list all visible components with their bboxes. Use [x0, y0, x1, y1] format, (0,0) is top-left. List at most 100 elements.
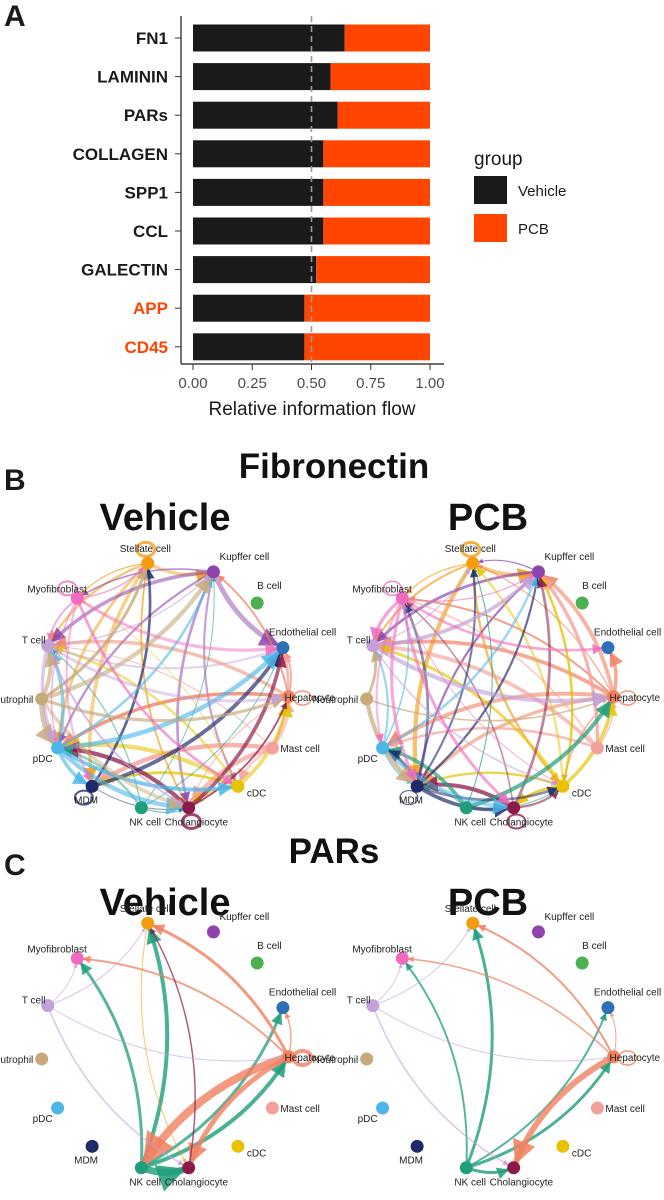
node-cholangiocyte	[507, 1161, 521, 1175]
self-loop	[180, 812, 202, 830]
node-stellate-cell	[466, 916, 480, 930]
node-neutrophil	[360, 1052, 374, 1066]
node-cdc	[556, 779, 570, 793]
edge	[76, 597, 234, 785]
node-hepatocyte	[282, 1050, 296, 1064]
node-label: Hepatocyte	[610, 693, 661, 704]
edge	[381, 746, 510, 815]
node-label: T cell	[22, 996, 46, 1007]
bar-pcb-ccl	[323, 217, 430, 245]
pars-title: PARs	[289, 832, 380, 871]
node-pdc	[376, 1101, 390, 1115]
node-label: MDM	[399, 795, 423, 806]
node-endothelial-cell	[276, 1001, 290, 1015]
x-tick-label: 0.50	[297, 375, 326, 392]
x-tick-label: 0.75	[356, 375, 385, 392]
node-myofibroblast	[395, 591, 409, 605]
legend-swatch-vehicle	[474, 176, 507, 204]
node-kupffer-cell	[206, 565, 220, 579]
node-mast-cell	[590, 741, 604, 755]
panel-letter-c: C	[4, 849, 26, 882]
node-label: Neutrophil	[0, 695, 33, 706]
edge	[53, 643, 273, 749]
node-cdc	[231, 779, 245, 793]
node-label: Endothelial cell	[269, 988, 336, 999]
self-loop	[73, 789, 94, 806]
bar-vehicle-fn1	[193, 24, 345, 52]
node-label: Myofibroblast	[352, 584, 412, 595]
self-loop	[506, 813, 527, 830]
edge	[56, 576, 213, 750]
node-label: Mast cell	[280, 744, 319, 755]
node-label: Neutrophil	[313, 1055, 359, 1066]
edge	[40, 567, 149, 701]
pars-pcb-title: PCB	[448, 882, 528, 924]
node-label: Neutrophil	[0, 1055, 33, 1066]
edge	[477, 565, 615, 698]
node-kupffer-cell	[531, 565, 545, 579]
edge	[51, 648, 143, 808]
node-label: B cell	[257, 941, 281, 952]
edge	[477, 924, 615, 1058]
edge	[416, 576, 541, 788]
node-stellate-cell	[466, 556, 480, 570]
node-cdc	[556, 1139, 570, 1153]
node-endothelial-cell	[601, 641, 615, 655]
fibronectin-pcb-title: PCB	[448, 497, 528, 539]
edge	[58, 570, 214, 744]
node-label: Kupffer cell	[544, 552, 594, 563]
edge	[390, 597, 417, 782]
bar-pcb-pars	[337, 101, 430, 129]
edge	[541, 574, 616, 698]
bar-vehicle-laminin	[193, 63, 331, 91]
node-label: Stellate cell	[120, 904, 171, 915]
edge	[512, 576, 551, 809]
bar-chart: Relative information flow FN1LAMININPARs…	[73, 16, 445, 420]
node-label: Stellate cell	[445, 904, 496, 915]
edge	[203, 571, 237, 782]
edge	[610, 1012, 617, 1057]
node-cholangiocyte	[182, 1161, 196, 1175]
pars-vehicle-title: Vehicle	[100, 882, 231, 924]
node-nk-cell	[459, 801, 473, 815]
node-label: Cholangiocyte	[165, 818, 229, 829]
bar-pcb-collagen	[323, 140, 430, 168]
node-mast-cell	[590, 1101, 604, 1115]
bar-vehicle-pars	[193, 101, 338, 129]
fibronectin-vehicle-title: Vehicle	[100, 497, 231, 539]
node-label: NK cell	[454, 1178, 486, 1189]
edge	[371, 643, 610, 709]
edge	[52, 645, 239, 788]
node-label: Endothelial cell	[594, 988, 661, 999]
node-label: B cell	[582, 941, 606, 952]
edge	[140, 923, 187, 1163]
bar-pcb-cd45	[304, 333, 430, 361]
edge	[464, 927, 494, 1169]
edge	[372, 1005, 509, 1166]
edge	[374, 562, 474, 642]
node-t-cell	[41, 999, 55, 1013]
node-label: Endothelial cell	[594, 628, 661, 639]
bar-vehicle-galectin	[193, 256, 317, 284]
edge	[47, 644, 279, 670]
edge	[46, 644, 284, 705]
edge	[47, 575, 210, 647]
edge	[401, 598, 559, 784]
node-label: NK cell	[129, 1178, 161, 1189]
node-hepatocyte	[607, 690, 621, 704]
panel-letter-a: A	[4, 0, 26, 33]
node-label: cDC	[572, 1148, 591, 1159]
node-t-cell	[366, 999, 380, 1013]
edge	[50, 598, 78, 743]
node-pdc	[51, 1101, 65, 1115]
edge	[365, 650, 383, 700]
node-mast-cell	[265, 741, 279, 755]
node-label: cDC	[247, 788, 266, 799]
panel-letter-b: B	[4, 464, 26, 497]
node-label: Neutrophil	[313, 695, 359, 706]
node-label: pDC	[358, 1114, 378, 1125]
node-b-cell	[575, 956, 589, 970]
node-label: Stellate cell	[120, 544, 171, 555]
self-loop	[135, 540, 157, 558]
